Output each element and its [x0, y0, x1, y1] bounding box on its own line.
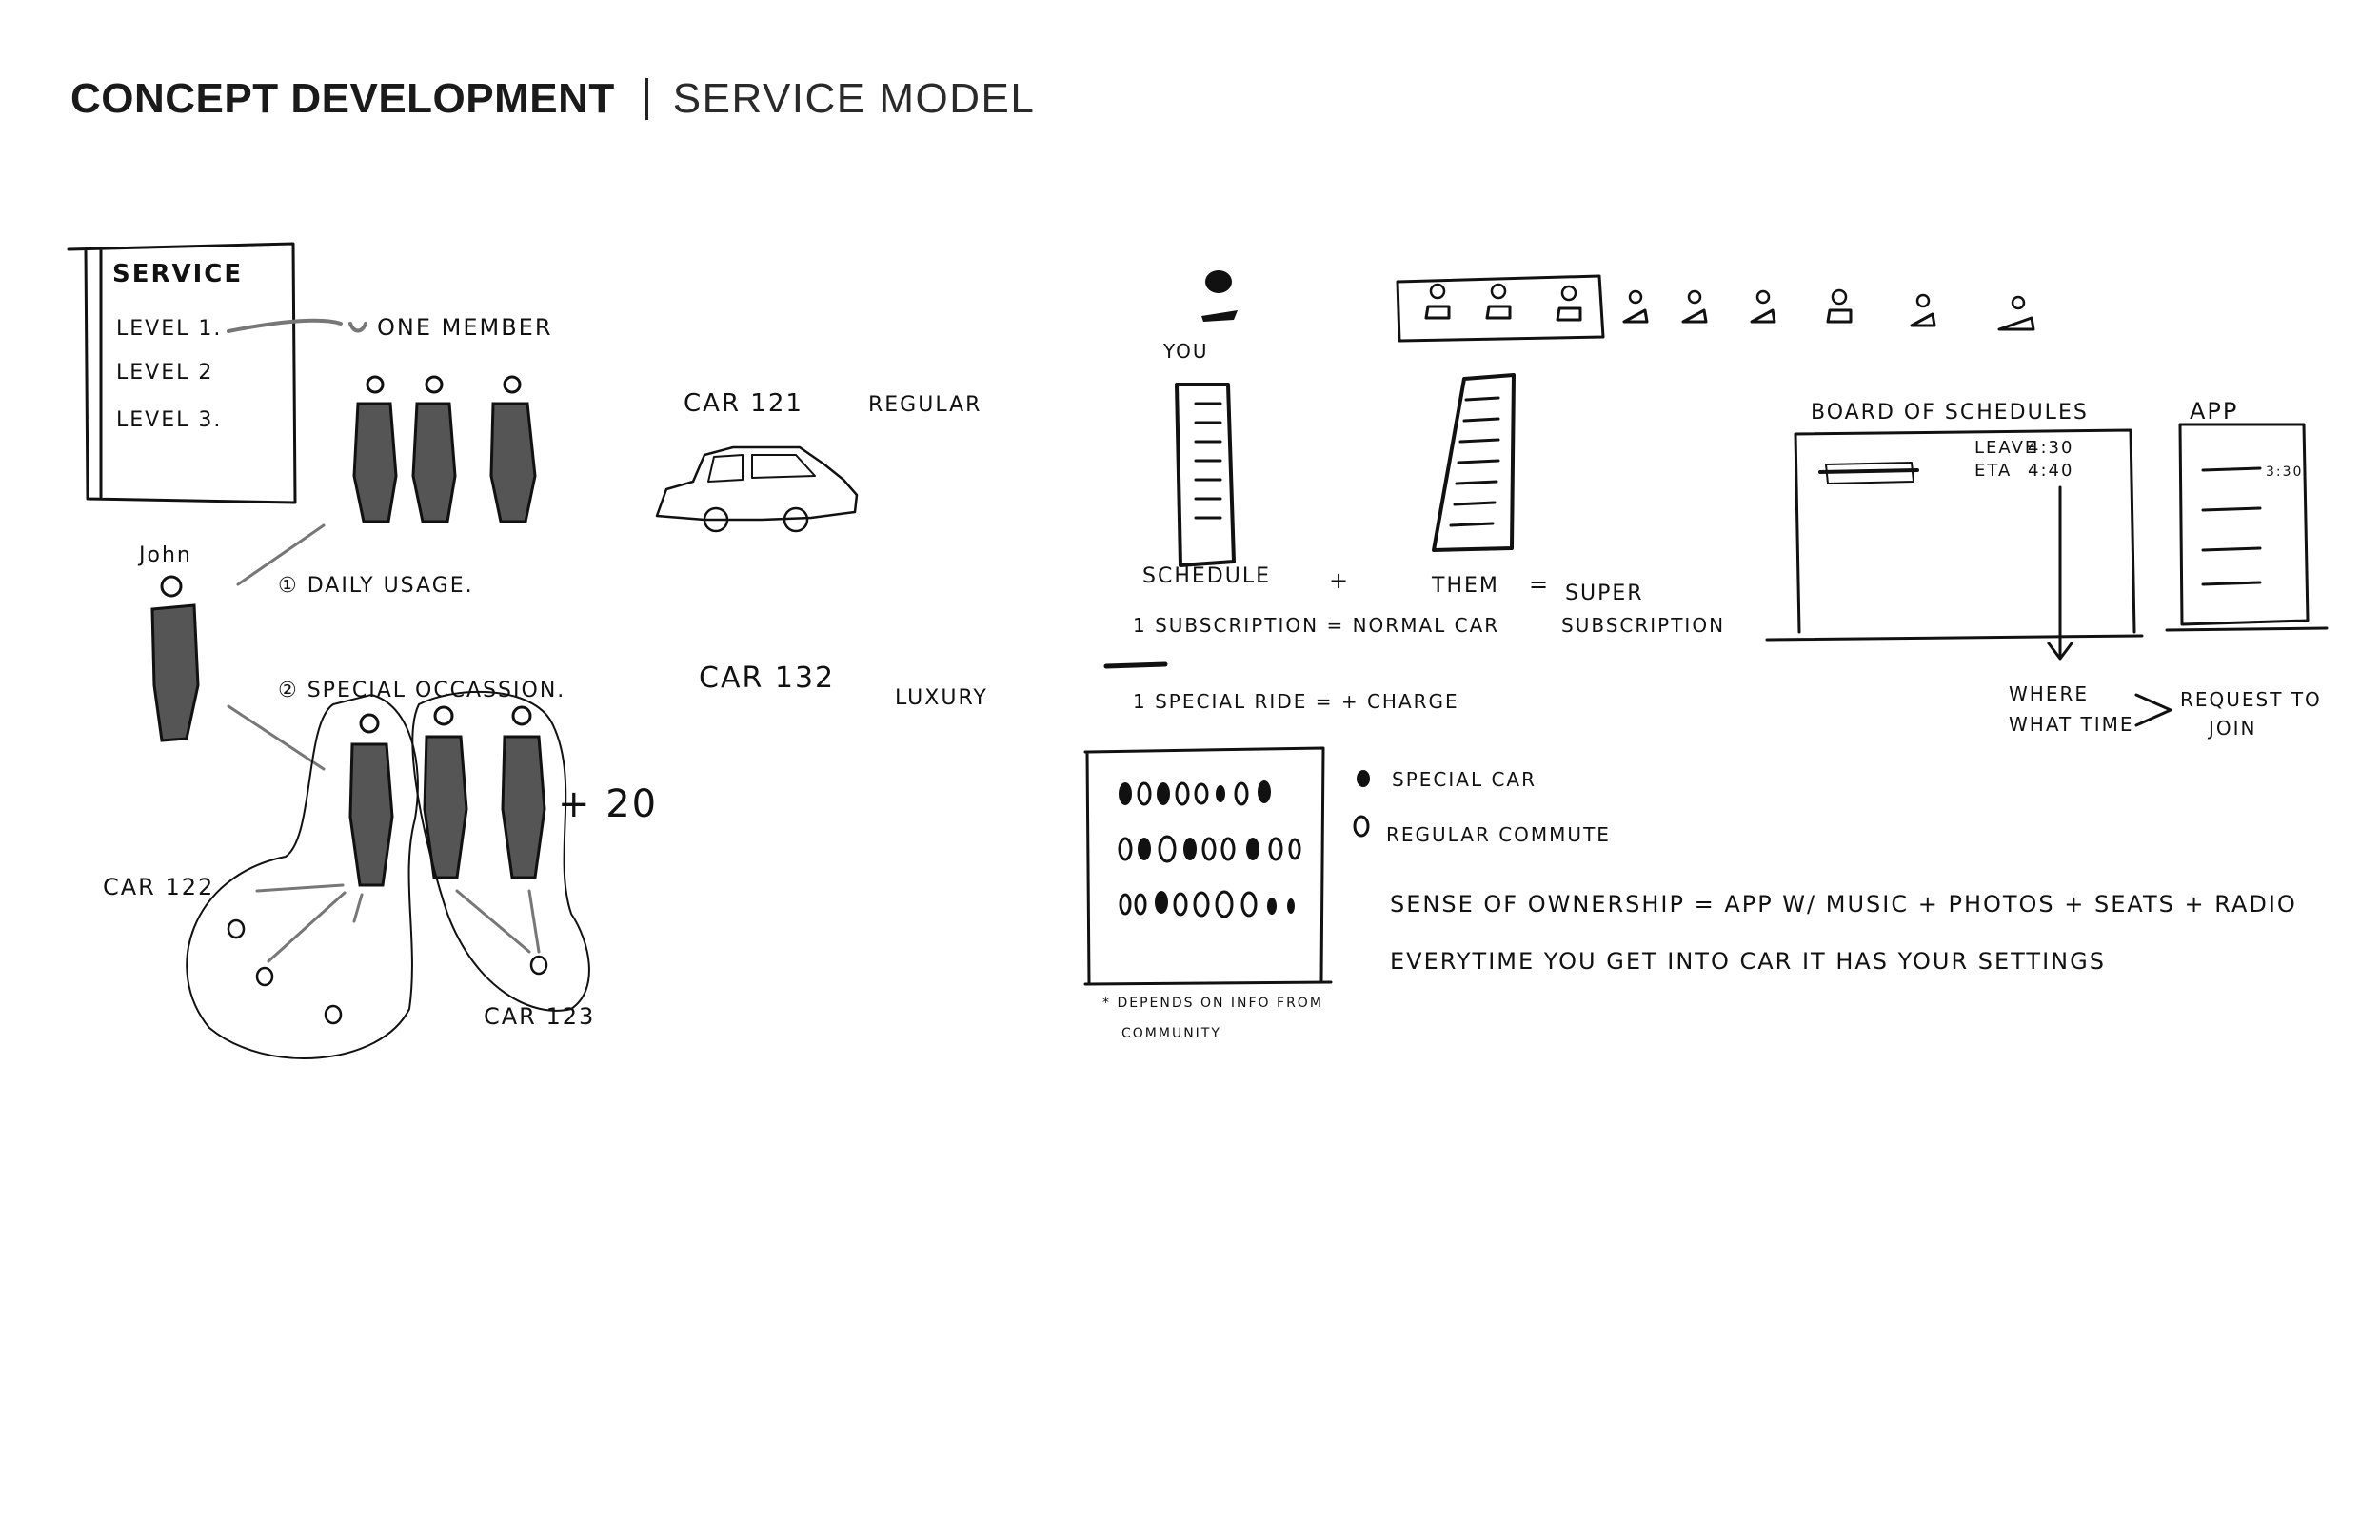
- them-label: THEM: [1431, 574, 1499, 598]
- special-occasion-label: ② SPECIAL OCCASSION.: [278, 679, 565, 702]
- daily-usage-label: ① DAILY USAGE.: [278, 574, 474, 598]
- plus-twenty-label: + 20: [558, 782, 658, 826]
- member-figures: [352, 375, 537, 523]
- page-title: CONCEPT DEVELOPMENT: [70, 75, 615, 122]
- board-leave-time: 4:30: [2028, 438, 2073, 458]
- service-level-2: LEVEL 2: [116, 361, 213, 385]
- board-eta-time: 4:40: [2028, 461, 2073, 481]
- one-member-label: ONE MEMBER: [377, 314, 553, 341]
- car-122-label: CAR 122: [103, 874, 214, 900]
- page-subtitle: SERVICE MODEL: [672, 75, 1036, 122]
- depends-note-line2: COMMUNITY: [1121, 1026, 1221, 1041]
- luxury-label: LUXURY: [895, 686, 988, 710]
- service-level-3: LEVEL 3.: [116, 408, 222, 432]
- car-123-passengers: [455, 889, 548, 976]
- special-occasion-link: [227, 704, 326, 771]
- request-to-join-line2: JOIN: [2207, 717, 2257, 740]
- your-schedule-card: [1175, 383, 1236, 567]
- car-123-cluster: [411, 690, 590, 1012]
- board-of-schedules: BOARD OF SCHEDULES LEAVE 4:30 ETA 4:40: [1765, 401, 2144, 661]
- subscription-label: SUBSCRIPTION: [1561, 614, 1725, 637]
- car-122-passengers: [227, 883, 364, 1025]
- title-divider: [645, 78, 648, 120]
- everytime-line: EVERYTIME YOU GET INTO CAR IT HAS YOUR S…: [1390, 948, 2106, 975]
- you-label: YOU: [1162, 340, 1209, 363]
- john-figure: [150, 603, 200, 742]
- regular-commute-legend-dot: [1353, 815, 1370, 838]
- board-title: BOARD OF SCHEDULES: [1811, 401, 2089, 424]
- schedule-label: SCHEDULE: [1142, 564, 1271, 588]
- what-time-label: WHAT TIME: [2009, 713, 2134, 736]
- ride-grid: [1083, 746, 1333, 986]
- daily-usage-link: [236, 523, 326, 586]
- service-heading: SERVICE: [112, 260, 243, 288]
- special-ride-line: 1 SPECIAL RIDE = + CHARGE: [1133, 690, 1459, 713]
- legend-special: SPECIAL CAR: [1392, 768, 1537, 791]
- service-level-1: LEVEL 1.: [116, 317, 222, 341]
- car-drawing: [655, 445, 859, 533]
- john-head: [160, 575, 183, 598]
- car-122-cluster: [186, 694, 419, 1059]
- super-label: SUPER: [1565, 582, 1644, 605]
- board-eta-label: ETA: [1974, 461, 2012, 481]
- car-132-label: CAR 132: [699, 661, 835, 695]
- commuter-row: [1424, 283, 2035, 331]
- car-121-label: CAR 121: [684, 389, 803, 418]
- special-car-legend-dot: [1357, 770, 1370, 787]
- commuter-group-box: [1396, 274, 1605, 343]
- them-equals: =: [1529, 571, 1550, 598]
- ownership-line: SENSE OF OWNERSHIP = APP W/ MUSIC + PHOT…: [1390, 891, 2297, 918]
- where-label: WHERE: [2009, 682, 2089, 705]
- their-schedule-card: [1432, 373, 1516, 552]
- schedule-plus: +: [1329, 567, 1350, 594]
- level1-arrow: [227, 318, 367, 333]
- you-figure: YOU: [1162, 270, 1238, 363]
- page-header: CONCEPT DEVELOPMENT SERVICE MODEL: [70, 70, 1035, 128]
- subscription-line: 1 SUBSCRIPTION = NORMAL CAR: [1133, 614, 1499, 637]
- strike-mark: [1103, 661, 1168, 669]
- car-123-label: CAR 123: [484, 1003, 595, 1030]
- app-time: 3:30: [2266, 464, 2303, 480]
- request-arrow: [2134, 693, 2172, 727]
- john-label: John: [137, 543, 192, 567]
- app-screen-sketch: APP 3:30: [2165, 398, 2329, 632]
- depends-note-line1: * DEPENDS ON INFO FROM: [1102, 996, 1323, 1011]
- request-to-join-line1: REQUEST TO: [2180, 688, 2322, 711]
- occasion-figures: [348, 705, 546, 887]
- regular-label: REGULAR: [868, 393, 982, 417]
- service-levels-box: SERVICE LEVEL 1. LEVEL 2 LEVEL 3.: [67, 242, 297, 504]
- app-label: APP: [2190, 398, 2238, 424]
- board-leave-label: LEAVE: [1974, 438, 2037, 458]
- legend-regular: REGULAR COMMUTE: [1386, 823, 1611, 846]
